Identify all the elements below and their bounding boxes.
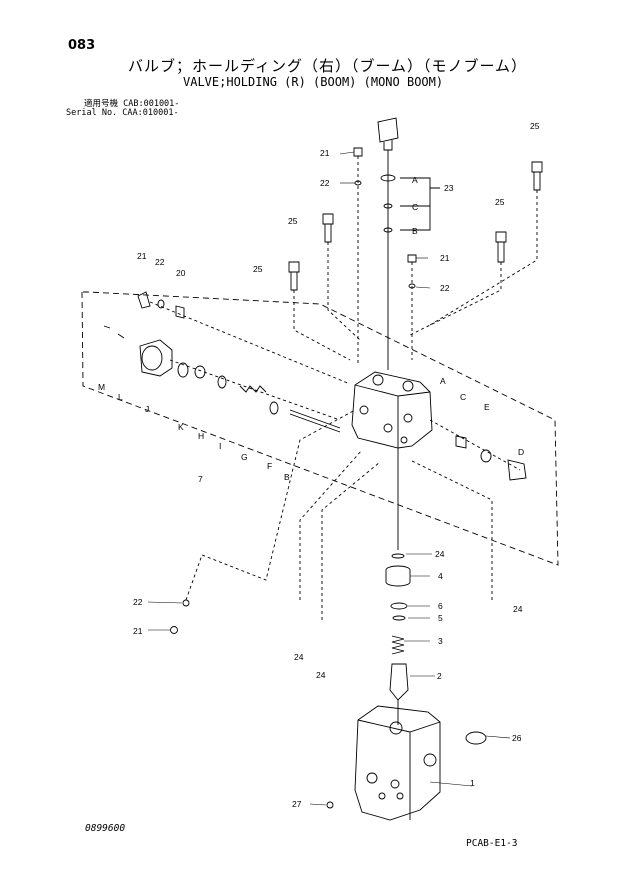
label-E: E <box>484 402 490 412</box>
label-C: C <box>460 392 466 402</box>
title-english: VALVE;HOLDING (R) (BOOM) (MONO BOOM) <box>183 75 444 89</box>
label-21-left: 21 <box>137 251 147 261</box>
lower-left-plugs <box>170 409 493 634</box>
label-6: 6 <box>438 601 443 611</box>
label-G: G <box>241 452 248 462</box>
label-I: I <box>219 441 221 451</box>
assembly-boundary <box>81 291 559 566</box>
label-kit-B: B <box>412 226 418 236</box>
label-5: 5 <box>438 613 443 623</box>
label-21-right: 21 <box>440 253 450 263</box>
label-B: B <box>284 472 290 482</box>
page-number: 083 <box>68 38 96 53</box>
bolt-set <box>288 161 543 361</box>
page-code: PCAB-E1-3 <box>466 838 518 849</box>
label-22-bottom: 22 <box>133 597 143 607</box>
label-24-center: 24 <box>435 549 445 559</box>
label-7: 7 <box>198 474 203 484</box>
label-25-upper-left: 25 <box>288 216 298 226</box>
label-25-right: 25 <box>495 197 505 207</box>
label-22-left: 22 <box>155 257 165 267</box>
label-K: K <box>178 422 184 432</box>
valve-block-center <box>351 371 433 449</box>
label-20: 20 <box>176 268 186 278</box>
valve-body <box>354 705 441 821</box>
label-23: 23 <box>444 183 454 193</box>
label-21-bottom: 21 <box>133 626 143 636</box>
label-M: M <box>98 382 105 392</box>
label-21-top: 21 <box>320 148 330 158</box>
label-27: 27 <box>292 799 302 809</box>
label-A: A <box>440 376 446 386</box>
right-side-parts <box>429 419 527 481</box>
drawing-code: 0899600 <box>85 823 126 834</box>
label-1: 1 <box>470 778 475 788</box>
plug-set <box>137 147 417 385</box>
label-kit-C: C <box>412 202 418 212</box>
left-spool-parts <box>103 325 341 433</box>
leader-lines <box>147 151 511 806</box>
label-25-left: 25 <box>253 264 263 274</box>
o-ring-26 <box>465 731 487 745</box>
label-22-right: 22 <box>440 283 450 293</box>
title-japanese: バルブ；ホールディング（右）（ブーム）（モノブーム） <box>128 57 528 75</box>
serial-line-2: Serial No. CAA:010001- <box>66 108 179 118</box>
label-25-top-right: 25 <box>530 121 540 131</box>
label-4: 4 <box>438 571 443 581</box>
label-26: 26 <box>512 733 522 743</box>
label-2: 2 <box>437 671 442 681</box>
plug-27 <box>326 801 334 809</box>
label-F: F <box>267 461 272 471</box>
poppet-stack <box>385 448 411 725</box>
label-22-top: 22 <box>320 178 330 188</box>
label-L: L <box>118 392 123 402</box>
label-24-mid: 24 <box>316 670 326 680</box>
label-3: 3 <box>438 636 443 646</box>
label-24-right: 24 <box>513 604 523 614</box>
cartridge-kit <box>377 117 440 370</box>
label-H: H <box>198 431 204 441</box>
label-D: D <box>518 447 524 457</box>
label-J: J <box>145 404 149 414</box>
label-24-left: 24 <box>294 652 304 662</box>
serial-line-1: 適用号機 CAB:001001- <box>84 99 180 109</box>
label-kit-A: A <box>412 175 418 185</box>
